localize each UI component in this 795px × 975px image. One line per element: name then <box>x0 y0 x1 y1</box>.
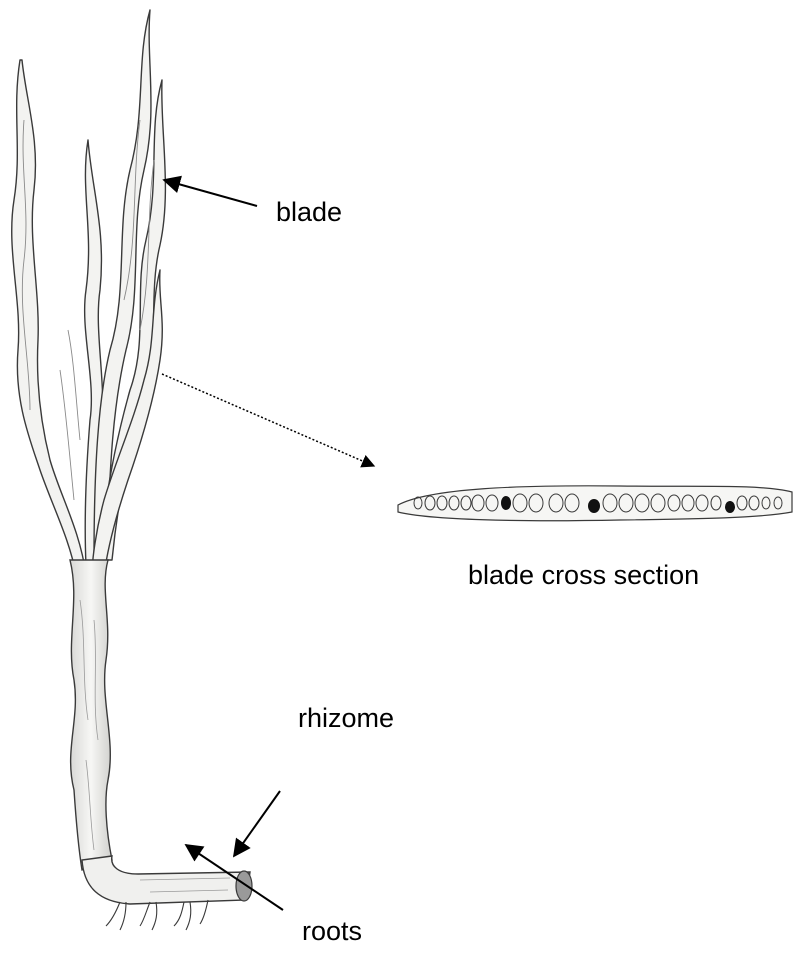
rhizome-cut-end <box>236 871 252 901</box>
blade-arrow-icon <box>164 180 257 206</box>
rhizome-label: rhizome <box>298 705 394 732</box>
blade-label: blade <box>276 199 342 226</box>
rhizome-body <box>82 856 250 904</box>
rhizome-arrow-icon <box>234 791 280 856</box>
cross-section-dotted-arrow-icon <box>162 374 374 466</box>
roots <box>106 900 208 930</box>
plant-blades <box>12 10 166 575</box>
blade-cross-section <box>398 486 792 521</box>
roots-label: roots <box>302 918 362 945</box>
blade-cross-section-label: blade cross section <box>468 562 699 589</box>
